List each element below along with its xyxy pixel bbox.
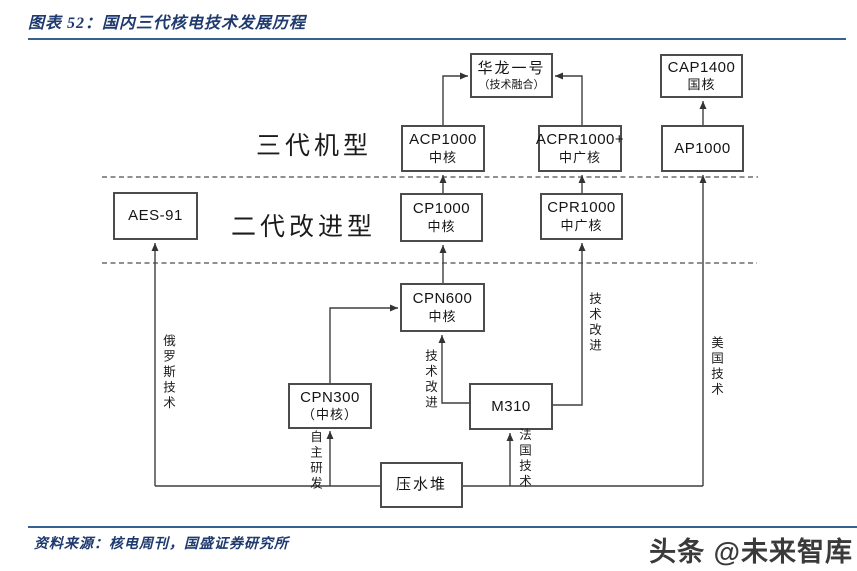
node-label-line1: AES-91 bbox=[128, 207, 183, 225]
node-label-line1: CPN300 bbox=[300, 388, 360, 406]
dashed-separators bbox=[102, 176, 758, 264]
tier-label-gen2: 二代改进型 bbox=[231, 214, 377, 241]
title-divider bbox=[28, 38, 846, 40]
node-label-line1: CAP1400 bbox=[667, 58, 736, 76]
edge-label-russia-tech: 俄罗斯技术 bbox=[161, 334, 175, 412]
tier-label-gen3: 三代机型 bbox=[256, 133, 373, 160]
source-note: 资料来源：核电周刊，国盛证券研究所 bbox=[34, 537, 289, 552]
node-label-line1: 压水堆 bbox=[395, 476, 447, 494]
node-label-line2: （技术融合） bbox=[478, 78, 545, 91]
node-cp1000: CP1000 中核 bbox=[400, 193, 483, 242]
node-label-line1: CP1000 bbox=[412, 200, 471, 218]
edge-label-france-tech: 法国技术 bbox=[517, 428, 531, 490]
node-label-line1: ACP1000 bbox=[409, 131, 477, 149]
node-hualong-one: 华龙一号 （技术融合） bbox=[470, 53, 553, 98]
node-cpn300: CPN300 （中核） bbox=[288, 383, 372, 429]
node-cpn600: CPN600 中核 bbox=[400, 283, 485, 332]
node-label-line2: 中广核 bbox=[560, 217, 603, 233]
node-label-line1: ACPR1000+ bbox=[535, 131, 625, 149]
edge-label-tech-improve-right: 技术改进 bbox=[587, 292, 601, 354]
edge-label-self-developed: 自主研发 bbox=[308, 430, 322, 492]
node-label-line2: 中核 bbox=[427, 218, 456, 234]
node-acp1000: ACP1000 中核 bbox=[401, 125, 485, 172]
edge-label-usa-tech: 美国技术 bbox=[709, 336, 723, 398]
node-label-line1: CPR1000 bbox=[547, 199, 616, 217]
node-label-line2: 中广核 bbox=[558, 149, 601, 165]
node-label-line1: 华龙一号 bbox=[477, 59, 546, 77]
watermark: 头条 @未来智库 bbox=[649, 537, 853, 567]
edge-label-tech-improve-left: 技术改进 bbox=[423, 349, 437, 411]
connectors bbox=[151, 72, 707, 487]
node-ap1000: AP1000 bbox=[661, 125, 744, 172]
node-pressurized-water-reactor: 压水堆 bbox=[380, 462, 463, 508]
node-label-line1: AP1000 bbox=[674, 139, 731, 157]
node-label-line2: 中核 bbox=[428, 308, 457, 324]
node-label-line2: （中核） bbox=[301, 407, 358, 423]
node-cap1400: CAP1400 国核 bbox=[660, 54, 743, 98]
footer-divider bbox=[28, 526, 857, 528]
node-aes91: AES-91 bbox=[113, 192, 198, 240]
figure-title: 图表 52：国内三代核电技术发展历程 bbox=[28, 15, 307, 32]
node-cpr1000: CPR1000 中广核 bbox=[540, 193, 623, 240]
node-m310: M310 bbox=[469, 383, 553, 430]
node-label-line2: 国核 bbox=[687, 77, 716, 93]
node-acpr1000plus: ACPR1000+ 中广核 bbox=[535, 125, 625, 172]
node-label-line1: CPN600 bbox=[412, 290, 473, 308]
node-label-line1: M310 bbox=[491, 397, 531, 415]
node-label-line2: 中核 bbox=[428, 149, 457, 165]
